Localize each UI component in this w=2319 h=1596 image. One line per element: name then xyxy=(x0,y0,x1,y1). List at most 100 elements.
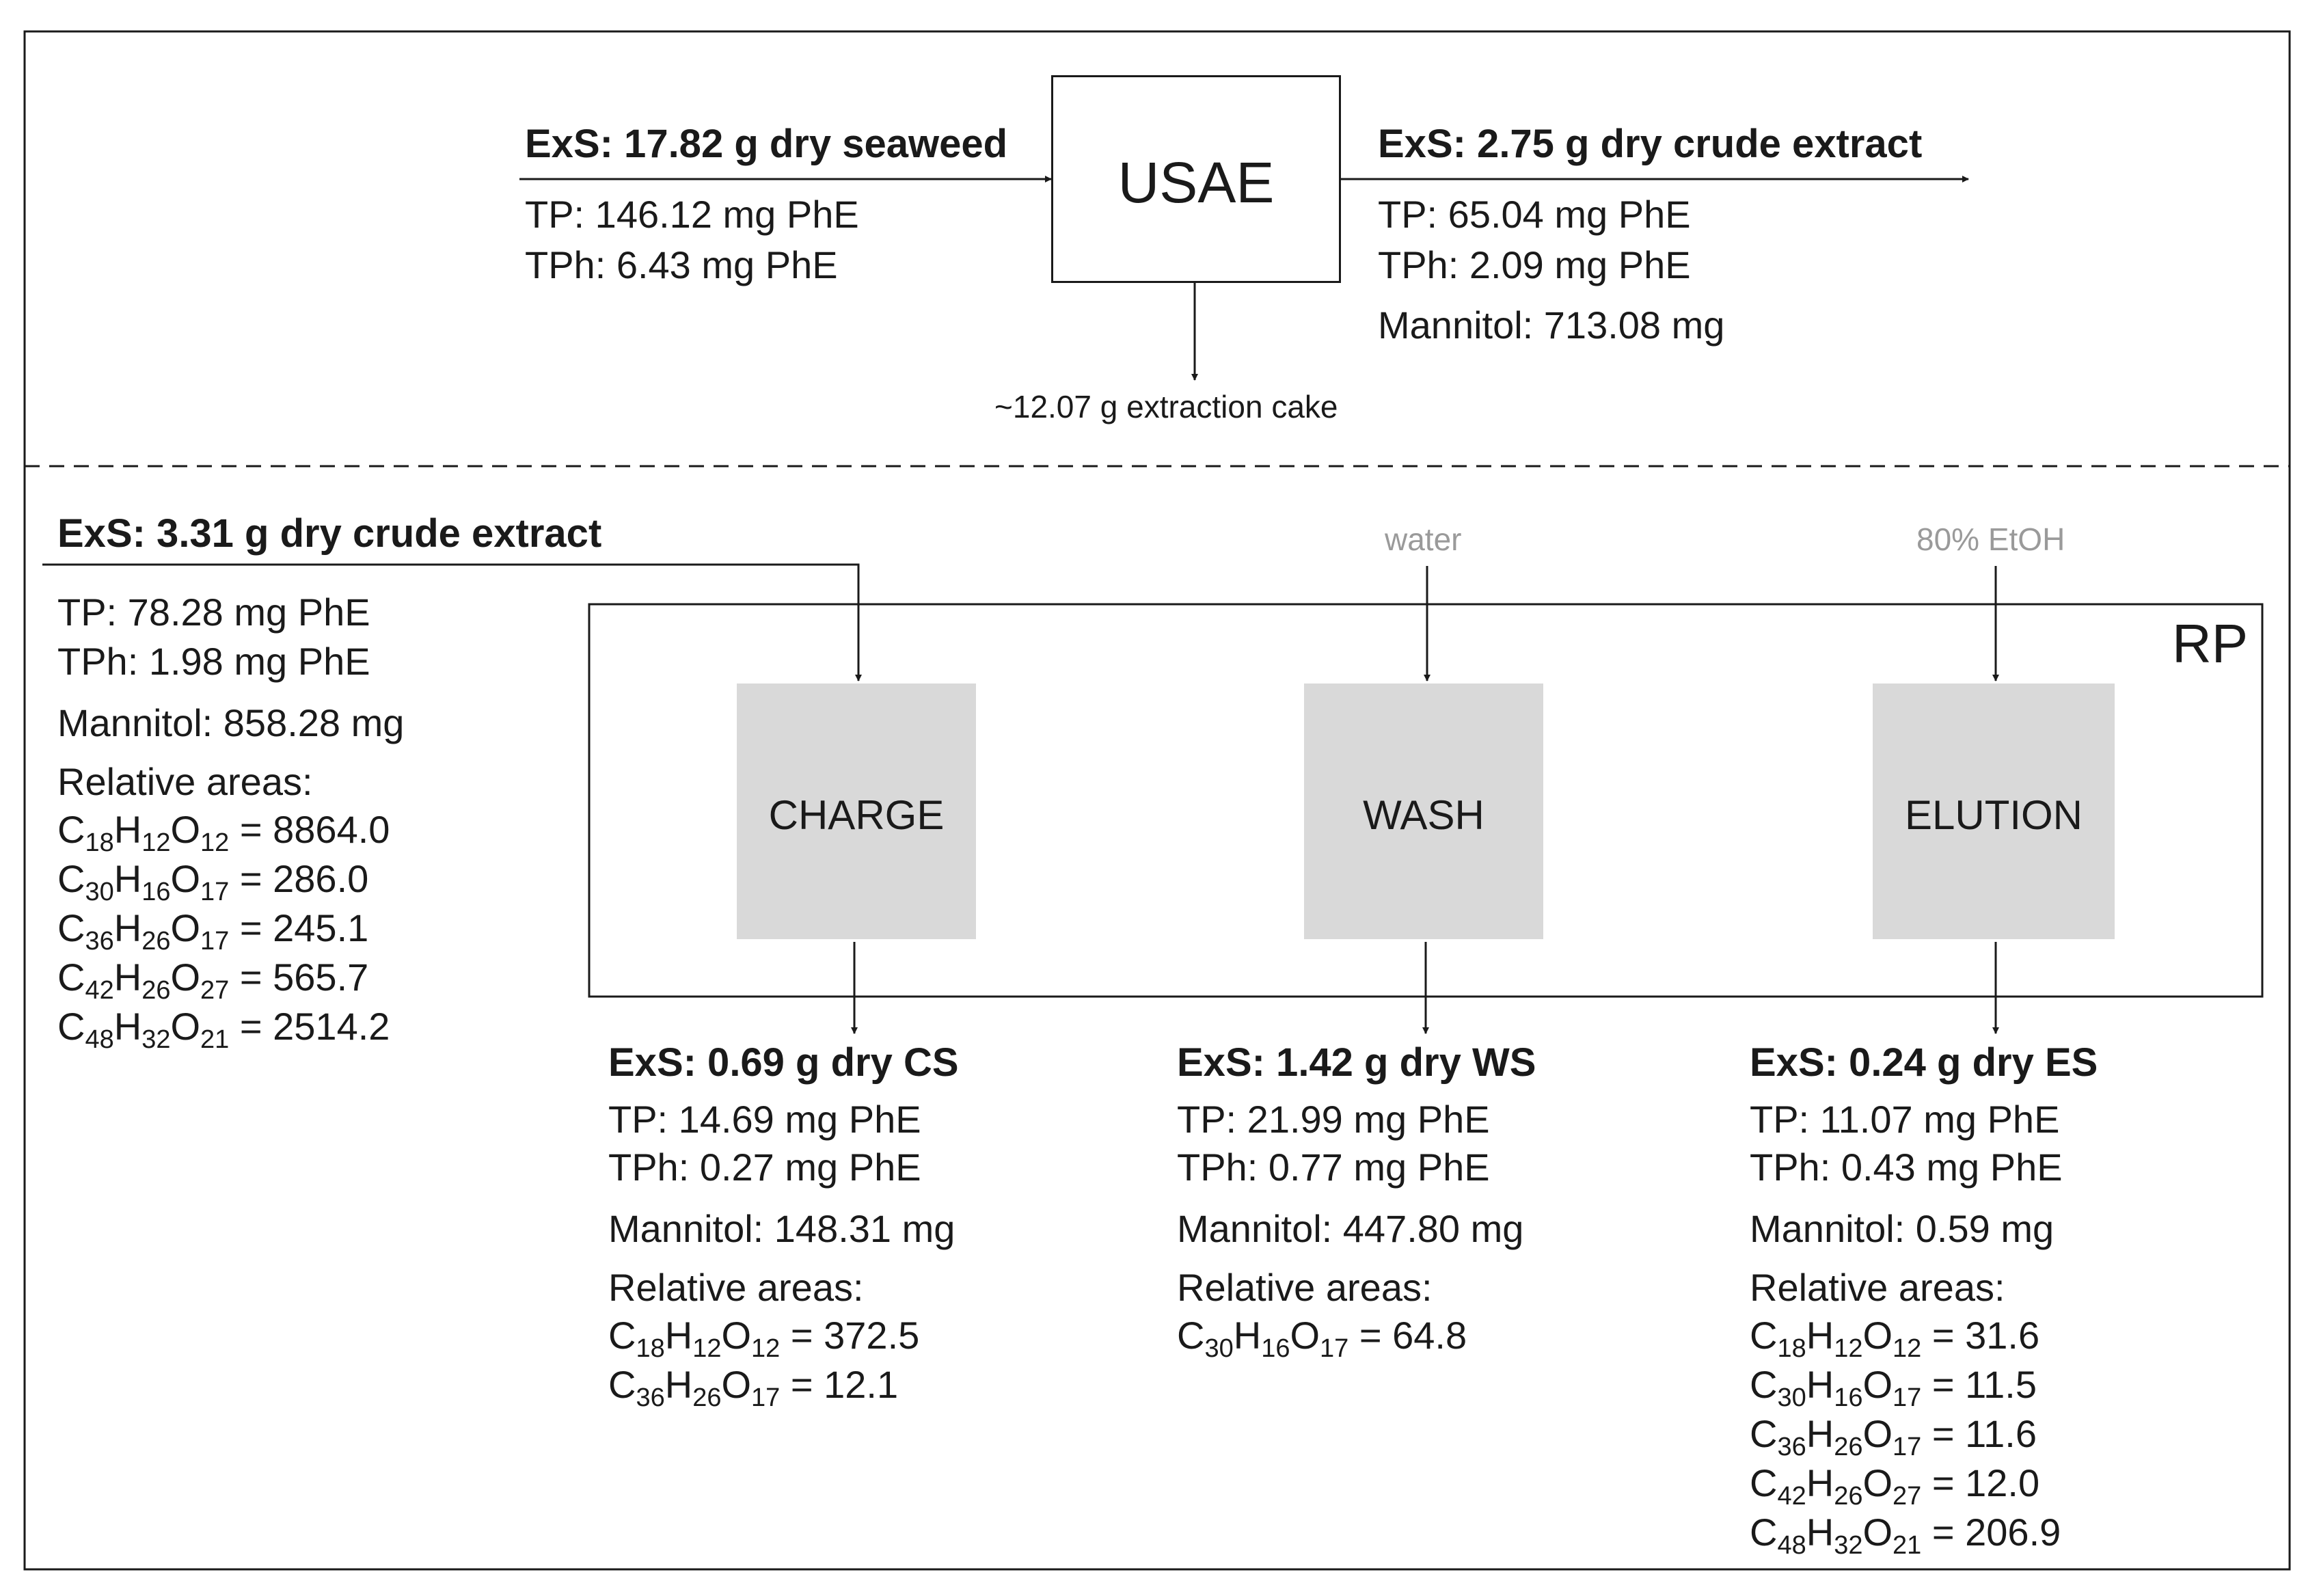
relative-area-row: C18H12O12 = 31.6 xyxy=(1750,1314,2040,1362)
charge-result-tp: TP: 14.69 mg PhE xyxy=(608,1098,921,1141)
wash-step-label: WASH xyxy=(1363,792,1484,838)
element-count: 30 xyxy=(85,878,114,906)
feed-tph: TPh: 1.98 mg PhE xyxy=(57,640,370,683)
element-count: 36 xyxy=(636,1383,665,1412)
element-symbol: O xyxy=(721,1314,752,1357)
element-symbol: O xyxy=(1862,1412,1893,1455)
element-count: 26 xyxy=(141,927,171,956)
feed-areas-label: Relative areas: xyxy=(57,760,313,803)
element-count: 21 xyxy=(1893,1531,1922,1560)
element-count: 12 xyxy=(692,1334,722,1363)
usae-output-tp: TP: 65.04 mg PhE xyxy=(1378,193,1691,236)
element-symbol: H xyxy=(1806,1412,1834,1455)
element-count: 12 xyxy=(1893,1334,1922,1363)
element-symbol: O xyxy=(1862,1314,1893,1357)
wash-result-header: ExS: 1.42 g dry WS xyxy=(1177,1040,1536,1085)
element-count: 30 xyxy=(1777,1383,1806,1412)
element-symbol: H xyxy=(1233,1314,1262,1357)
relative-area-value: = 31.6 xyxy=(1921,1314,2040,1357)
etoh-label: 80% EtOH xyxy=(1916,522,2065,557)
element-symbol: C xyxy=(1750,1412,1778,1455)
water-label: water xyxy=(1385,522,1462,557)
wash-result-mannitol: Mannitol: 447.80 mg xyxy=(1177,1207,1524,1250)
element-symbol: H xyxy=(664,1314,693,1357)
element-symbol: C xyxy=(1750,1314,1778,1357)
relative-area-row: C42H26O27 = 565.7 xyxy=(57,956,369,1004)
relative-area-value: = 11.5 xyxy=(1921,1363,2037,1406)
relative-area-row: C48H32O21 = 206.9 xyxy=(1750,1511,2061,1559)
element-count: 17 xyxy=(1893,1433,1922,1461)
wash-result-tph: TPh: 0.77 mg PhE xyxy=(1177,1146,1490,1189)
element-count: 26 xyxy=(1834,1482,1863,1511)
relative-area-row: C30H16O17 = 11.5 xyxy=(1750,1363,2037,1411)
element-symbol: H xyxy=(113,857,142,900)
relative-area-row: C42H26O27 = 12.0 xyxy=(1750,1461,2039,1510)
element-symbol: O xyxy=(170,1005,201,1048)
element-count: 17 xyxy=(1893,1383,1922,1412)
element-symbol: O xyxy=(721,1363,752,1406)
relative-area-row: C30H16O17 = 64.8 xyxy=(1177,1314,1467,1362)
element-count: 26 xyxy=(1834,1433,1863,1461)
element-count: 48 xyxy=(1777,1531,1806,1560)
element-symbol: C xyxy=(1750,1461,1778,1504)
element-symbol: C xyxy=(57,1005,85,1048)
element-count: 32 xyxy=(141,1025,171,1054)
usae-output-tph: TPh: 2.09 mg PhE xyxy=(1378,243,1691,286)
elution-step-box: ELUTION xyxy=(1873,684,2115,939)
element-symbol: O xyxy=(170,906,201,949)
rp-frame-label: RP xyxy=(2172,613,2249,674)
feed-mannitol: Mannitol: 858.28 mg xyxy=(57,701,405,744)
element-symbol: C xyxy=(57,857,85,900)
element-symbol: H xyxy=(664,1363,693,1406)
wash-result-tp: TP: 21.99 mg PhE xyxy=(1177,1098,1490,1141)
charge-step-box: CHARGE xyxy=(737,684,976,939)
relative-area-row: C18H12O12 = 372.5 xyxy=(608,1314,919,1362)
relative-area-value: = 11.6 xyxy=(1921,1412,2037,1455)
relative-area-value: = 286.0 xyxy=(229,857,369,900)
elution-step-label: ELUTION xyxy=(1904,792,2083,838)
feed-header: ExS: 3.31 g dry crude extract xyxy=(57,511,602,556)
element-count: 16 xyxy=(141,878,171,906)
element-symbol: O xyxy=(170,857,201,900)
relative-area-value: = 245.1 xyxy=(229,906,369,949)
element-count: 12 xyxy=(751,1334,781,1363)
element-symbol: O xyxy=(170,808,201,851)
element-count: 26 xyxy=(692,1383,722,1412)
element-count: 12 xyxy=(141,828,171,857)
wash-step-box: WASH xyxy=(1304,684,1543,939)
charge-step-label: CHARGE xyxy=(768,792,945,838)
element-count: 17 xyxy=(1320,1334,1349,1363)
relative-area-value: = 8864.0 xyxy=(229,808,390,851)
element-symbol: C xyxy=(1750,1363,1778,1406)
element-count: 18 xyxy=(636,1334,665,1363)
charge-result-areas-label: Relative areas: xyxy=(608,1266,864,1309)
outer-frame xyxy=(23,30,2291,1571)
element-count: 16 xyxy=(1834,1383,1863,1412)
relative-area-value: = 565.7 xyxy=(229,956,369,999)
element-symbol: H xyxy=(113,808,142,851)
elution-result-mannitol: Mannitol: 0.59 mg xyxy=(1750,1207,2054,1250)
usae-output-mannitol: Mannitol: 713.08 mg xyxy=(1378,303,1725,347)
feed-arrow xyxy=(42,563,862,681)
usae-label: USAE xyxy=(1117,150,1275,215)
charge-result-tph: TPh: 0.27 mg PhE xyxy=(608,1146,921,1189)
element-symbol: H xyxy=(1806,1511,1834,1554)
usae-byproduct: ~12.07 g extraction cake xyxy=(994,389,1338,424)
element-symbol: O xyxy=(1290,1314,1320,1357)
usae-box: USAE xyxy=(1051,75,1341,283)
relative-area-row: C48H32O21 = 2514.2 xyxy=(57,1005,390,1053)
element-symbol: H xyxy=(113,906,142,949)
element-symbol: H xyxy=(1806,1314,1834,1357)
element-symbol: C xyxy=(1750,1511,1778,1554)
element-count: 32 xyxy=(1834,1531,1863,1560)
element-count: 17 xyxy=(200,927,230,956)
relative-area-row: C36H26O17 = 12.1 xyxy=(608,1363,898,1411)
element-count: 12 xyxy=(1834,1334,1863,1363)
relative-area-row: C36H26O17 = 245.1 xyxy=(57,906,369,955)
feed-tp: TP: 78.28 mg PhE xyxy=(57,591,370,634)
charge-result-header: ExS: 0.69 g dry CS xyxy=(608,1040,959,1085)
element-count: 16 xyxy=(1261,1334,1290,1363)
element-count: 12 xyxy=(200,828,230,857)
element-symbol: C xyxy=(57,808,85,851)
